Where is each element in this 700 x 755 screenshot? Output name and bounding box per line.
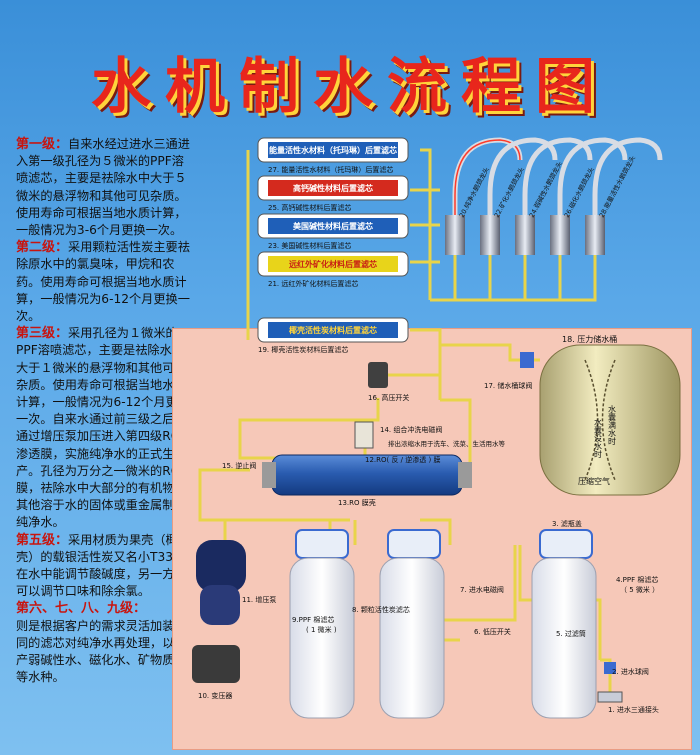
housing-carbon: 8. 颗粒活性炭滤芯: [352, 529, 445, 719]
cartridge-alkaline: 美国碱性材料后置滤芯: [257, 213, 409, 239]
flush-valve-label: 14. 组合冲洗电磁阀: [380, 425, 442, 434]
cartridge-calcium-label: 25. 高钙碱性材料后置滤芯: [268, 203, 351, 212]
tank-label: 18. 压力储水桶: [562, 334, 617, 344]
tank-empty-label: 水囊没水时: [594, 417, 603, 458]
cartridge-alkaline-label: 23. 美国碱性材料后置滤芯: [268, 241, 351, 250]
cartridge-infrared: 远红外矿化材料后置滤芯: [257, 251, 409, 277]
cartridge-energy: 能量活性水材料（托玛琳）后置滤芯: [257, 137, 409, 163]
cartridge-energy-band: 能量活性水材料（托玛琳）后置滤芯: [269, 145, 397, 155]
ro-shell-label: 13.RO 膜壳: [338, 498, 376, 507]
inlet-tee: 1. 进水三通接头: [597, 691, 659, 714]
ppf-5um-micron: （ 5 微米 ）: [620, 585, 659, 594]
transformer-label: 10. 变压器: [198, 691, 232, 700]
cartridge-energy-label: 27. 能量活性水材料（托玛琳）后置滤芯: [268, 165, 393, 174]
high-pressure-switch: 16. 高压开关: [368, 362, 409, 402]
cartridge-alkaline-band: 美国碱性材料后置滤芯: [293, 221, 373, 231]
stage-1-text: 自来水经过进水三通进入第一级孔径为５微米的PPF溶喷滤芯，主要是祛除水中大于５微…: [16, 137, 190, 238]
page-title: 水机制水流程图: [91, 52, 609, 122]
faucets: 20.纯净水鹅颈龙头 22.矿化水鹅颈龙头 24.弱碱性水鹅颈龙头 26.磁化水…: [445, 137, 663, 255]
housing-cap-label: 3. 滤瓶盖: [552, 519, 582, 528]
stage-2-label: 第二级：: [16, 240, 69, 256]
inlet-tee-label: 1. 进水三通接头: [608, 705, 659, 714]
cartridge-calcium: 高钙碱性材料后置滤芯: [257, 175, 409, 201]
cartridge-coconut-band: 椰壳活性炭材料后置滤芯: [289, 325, 377, 335]
stage-5-label: 第五级：: [16, 532, 69, 548]
ppf-1um-label: 9.PPF 棉滤芯: [292, 615, 334, 624]
faucet-4-label: 26.磁化水鹅颈龙头: [562, 165, 596, 219]
tank-ball-valve-label: 17. 储水桶球阀: [484, 381, 532, 390]
housing-ppf-5um: 3. 滤瓶盖 4.PPF 棉滤芯 （ 5 微米 ） 5. 过滤筒: [531, 519, 659, 719]
booster-pump: 11. 增压泵: [196, 540, 276, 625]
stage-3-text: 采用孔径为１微米的PPF溶喷滤芯，主要是祛除水中大于１微米的悬浮物和其他可见杂质…: [16, 326, 193, 530]
ppf-5um-label: 4.PPF 棉滤芯: [616, 575, 658, 584]
ppf-1um-micron: ( 1 微米 ): [306, 625, 337, 634]
faucet-2-label: 22.矿化水鹅颈龙头: [492, 165, 526, 219]
stage-1-label: 第一级：: [16, 137, 69, 152]
tank-ball-valve: 17. 储水桶球阀: [484, 352, 534, 390]
stage-3-label: 第三级：: [16, 326, 69, 342]
stage-5-text: 采用材质为果壳（椰壳）的载银活性炭又名小T33。在水中能调节酸碱度，另一方面可以…: [16, 532, 187, 599]
flush-note: 排出浓缩水用于洗车、洗菜、生活用水等: [388, 439, 506, 448]
cartridge-infrared-band: 远红外矿化材料后置滤芯: [289, 259, 377, 269]
cartridge-calcium-band: 高钙碱性材料后置滤芯: [293, 183, 373, 193]
post-cartridges: 能量活性水材料（托玛琳）后置滤芯 27. 能量活性水材料（托玛琳）后置滤芯 高钙…: [257, 137, 409, 354]
stage-6-9-text: 则是根据客户的需求灵活加装不同的滤芯对纯净水再处理，以生产弱碱性水、磁化水、矿物…: [16, 618, 187, 685]
inlet-ball-valve: 2. 进水球阀: [604, 662, 649, 676]
low-switch-label: 6. 低压开关: [474, 627, 511, 636]
housing-ppf-1um: 9.PPF 棉滤芯 ( 1 微米 ): [289, 529, 355, 719]
ro-membrane: 12.RO( 反 / 逆渗透 ) 膜 13.RO 膜壳: [262, 454, 472, 507]
tank-air-label: 压缩空气: [578, 476, 610, 486]
ro-membrane-label: 12.RO( 反 / 逆渗透 ) 膜: [365, 455, 440, 464]
pressure-tank: 水囊没水时 水囊满水时 压缩空气 18. 压力储水桶: [539, 334, 681, 496]
stage-6-9-label: 第六、七、八、九级：: [16, 601, 147, 617]
check-valve-label: 15. 逆止阀: [222, 461, 256, 470]
carbon-label: 8. 颗粒活性炭滤芯: [352, 605, 410, 614]
ball-valve-label: 2. 进水球阀: [612, 667, 649, 676]
cartridge-infrared-label: 21. 远红外矿化材料后置滤芯: [268, 279, 358, 288]
inlet-valve-label: 7. 进水电磁阀: [460, 585, 504, 594]
cartridge-coconut: 椰壳活性炭材料后置滤芯: [257, 317, 409, 343]
faucet-1-label: 20.纯净水鹅颈龙头: [457, 165, 491, 219]
cartridge-coconut-label: 19. 椰壳活性炭材料后置滤芯: [258, 345, 348, 354]
flush-valve: 14. 组合冲洗电磁阀 排出浓缩水用于洗车、洗菜、生活用水等: [354, 421, 506, 449]
pump-label: 11. 增压泵: [242, 595, 276, 604]
tank-full-label: 水囊满水时: [608, 404, 617, 445]
filter-housing-label: 5. 过滤筒: [556, 629, 586, 638]
stage-2-text: 采用颗粒活性炭主要祛除原水中的氯臭味，甲烷和农药。使用寿命可根据当地水质计算，一…: [16, 240, 190, 324]
transformer: 10. 变压器: [192, 645, 240, 700]
description-text: 第一级：自来水经过进水三通进入第一级孔径为５微米的PPF溶喷滤芯，主要是祛除水中…: [16, 136, 194, 687]
high-switch-label: 16. 高压开关: [368, 393, 409, 402]
